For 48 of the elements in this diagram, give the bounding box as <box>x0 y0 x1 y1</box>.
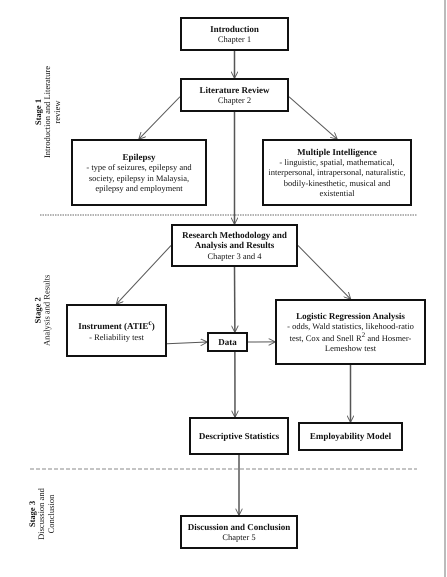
box-title: Descriptive Statistics <box>198 430 280 442</box>
arrow <box>166 338 208 346</box>
arrow <box>231 352 239 418</box>
box-title: Multiple Intelligence <box>297 146 377 158</box>
process-box <box>180 515 298 549</box>
arrow <box>298 245 352 300</box>
arrow <box>230 267 239 333</box>
process-box <box>298 422 403 451</box>
stage-description: Discussion and Conclusion <box>37 487 56 542</box>
stage-title: Stage 1 <box>34 98 44 128</box>
box-text: Chapter 3 and 4 <box>207 250 262 261</box>
box-title: Epilepsy <box>122 152 156 162</box>
arrow <box>288 96 338 140</box>
arrow <box>235 455 243 516</box>
arrow <box>346 365 354 423</box>
box-text: - linguistic, spatial, mathematical, interpersonal, intrapersonal, naturalistic, bodily-kinesthetic, musical and existential <box>268 157 406 198</box>
box-title: Instrument (ATIE$^{c}$) <box>78 319 155 332</box>
process-box <box>275 299 426 365</box>
process-box <box>71 139 207 206</box>
arrow <box>116 245 172 305</box>
box-title: Discussion and Conclusion <box>188 522 290 532</box>
stage-title: Stage 2 <box>34 297 43 324</box>
box-title: Research Methodology and Analysis and Results <box>181 230 288 251</box>
process-box <box>180 78 289 112</box>
arrow <box>230 51 238 79</box>
arrow <box>138 96 180 140</box>
stage-description: Analysis and Results <box>43 274 52 348</box>
stage-title: Stage 3 <box>28 500 38 530</box>
box-title: Literature Review <box>199 84 270 96</box>
process-box <box>180 17 289 51</box>
box-title: Logistic Regression Analysis <box>296 310 405 321</box>
box-text: Chapter 5 <box>222 532 256 542</box>
process-box <box>171 224 298 267</box>
box-title: Data <box>218 336 237 348</box>
process-box <box>207 332 248 352</box>
box-text: Chapter 2 <box>218 95 252 106</box>
arrow <box>248 338 276 346</box>
process-box <box>262 139 412 206</box>
stage-description: Introduction and Literature review <box>43 64 62 160</box>
box-title: Employability Model <box>310 431 392 442</box>
process-box <box>189 417 289 455</box>
box-text: - odds, Wald statistics, likehood-ratio test, Cox and Snell R$^{2}$ and Hosmer-Lemeshow test <box>286 320 415 354</box>
process-box <box>66 304 167 357</box>
box-text: Chapter 1 <box>218 34 252 44</box>
arrow <box>230 112 238 225</box>
box-text: - type of seizures, epilepsy and society, epilepsy in Malaysia, epilepsy and employment <box>85 162 193 193</box>
box-title: Introduction <box>210 24 259 34</box>
box-text: - Reliability test <box>89 332 144 342</box>
